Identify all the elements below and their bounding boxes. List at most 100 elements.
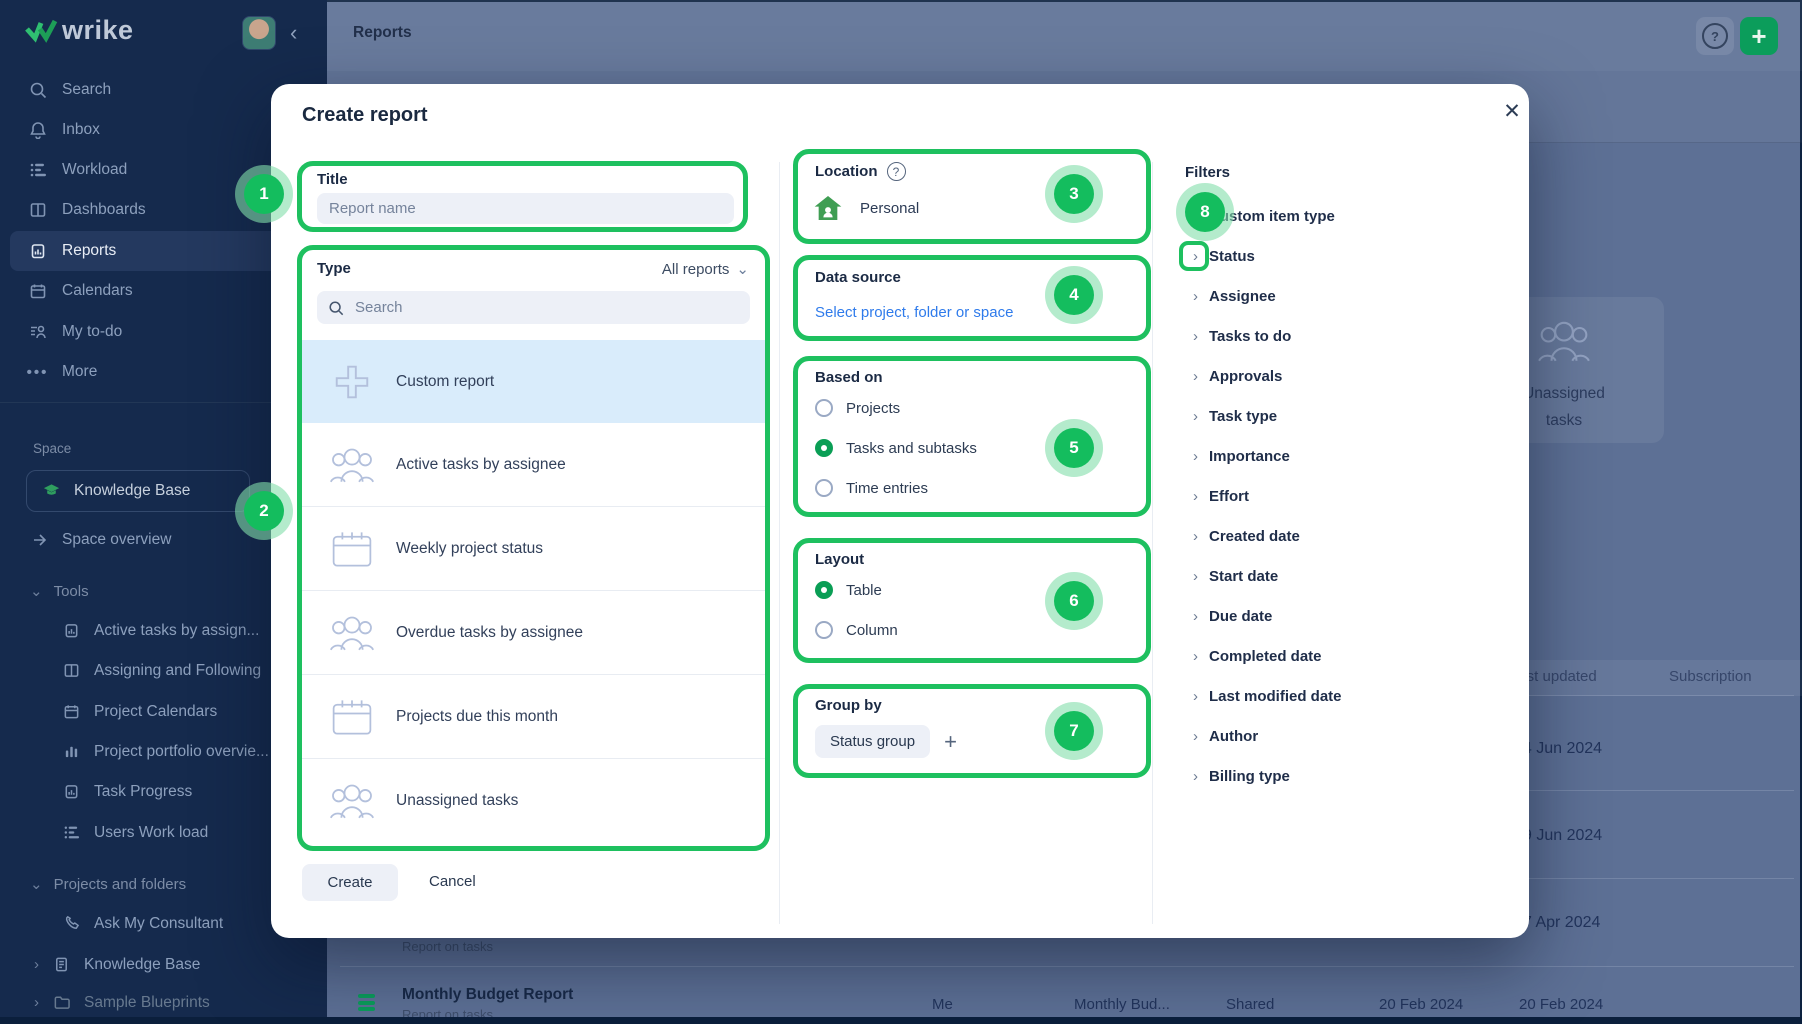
select-data-source-link[interactable]: Select project, folder or space [815,304,1014,321]
more-icon: ••• [26,363,49,381]
type-option-unassigned-tasks[interactable]: Unassigned tasks [302,758,765,842]
chevron-right-icon: › [1193,647,1198,665]
sidebar-item-dashboards[interactable]: Dashboards [10,190,316,230]
create-button[interactable]: Create [302,864,398,901]
filters-label: Filters [1185,164,1231,181]
background-row-subtitle: Report on tasks [402,939,494,954]
filter-start-date[interactable]: ›Start date [1193,567,1279,585]
sidebar-item-calendars[interactable]: Calendars [10,271,316,311]
chevron-right-icon: › [34,994,39,1011]
sidebar-space-knowledge-base[interactable]: Knowledge Base [26,470,250,512]
close-icon[interactable]: ✕ [1503,99,1521,123]
workload-icon [28,161,47,180]
radio-table[interactable]: Table [815,581,882,599]
filter-due-date[interactable]: ›Due date [1193,607,1273,625]
location-value[interactable]: Personal [860,200,920,217]
column-header-last-updated: Last updated [1510,668,1597,685]
sidebar-item-space-overview[interactable]: Space overview [30,530,171,549]
sidebar-item-search[interactable]: Search [10,70,316,110]
layout-section: Layout Table Column [793,538,1151,663]
location-section: Location ? Personal [793,149,1151,244]
create-report-modal: Create report ✕ Title Type All reports ⌄ [271,84,1529,938]
todo-icon [28,323,47,342]
sidebar-item-workload[interactable]: Workload [10,150,316,190]
filter-completed-date[interactable]: ›Completed date [1193,647,1322,665]
chevron-right-icon: › [1193,447,1198,465]
radio-icon [815,399,833,417]
home-icon [812,192,844,224]
sidebar-tool-item[interactable]: Task Progress [62,782,192,801]
card-title-line2: tasks [1545,412,1583,429]
type-option-overdue-tasks[interactable]: Overdue tasks by assignee [302,590,765,674]
add-button[interactable]: + [1740,17,1778,55]
type-search[interactable] [317,291,750,324]
annotation-step-4: 4 [1054,275,1094,315]
help-icon[interactable]: ? [886,162,906,181]
filter-tasks-to-do[interactable]: ›Tasks to do [1193,327,1292,345]
sidebar-tool-item[interactable]: Project portfolio overvie... [62,742,269,761]
filter-billing-type[interactable]: ›Billing type [1193,767,1290,785]
search-icon [328,300,344,316]
sidebar-section-tools[interactable]: ⌄ Tools [30,582,89,601]
sidebar-project-item[interactable]: Ask My Consultant [62,914,223,933]
type-option-list: Custom report Active tasks by assignee W… [302,340,765,842]
page-title: Reports [353,24,412,41]
filter-approvals[interactable]: ›Approvals [1193,367,1283,385]
type-filter-dropdown[interactable]: All reports ⌄ [661,260,749,279]
radio-time-entries[interactable]: Time entries [815,479,928,497]
group-by-chip[interactable]: Status group [815,725,931,758]
filter-task-type[interactable]: ›Task type [1193,407,1278,425]
filter-author[interactable]: ›Author [1193,727,1259,745]
sidebar-item-inbox[interactable]: Inbox [10,110,316,150]
sidebar-project-item[interactable]: › Sample Blueprints [34,993,210,1012]
sidebar-tool-item[interactable]: Assigning and Following [62,661,261,680]
filter-last-modified-date[interactable]: ›Last modified date [1193,687,1342,705]
radio-projects[interactable]: Projects [815,399,900,417]
sidebar-tool-item[interactable]: Active tasks by assign... [62,621,259,640]
filter-created-date[interactable]: ›Created date [1193,527,1300,545]
sidebar-tool-item[interactable]: Project Calendars [62,702,217,721]
report-name-input[interactable] [317,193,734,224]
sidebar-item-my-todo[interactable]: My to-do [10,312,316,352]
cancel-button[interactable]: Cancel [429,873,476,890]
sidebar-project-item[interactable]: › Knowledge Base [34,955,201,974]
type-option-custom-report[interactable]: Custom report [302,340,765,423]
chevron-right-icon: › [1193,367,1198,385]
add-group-icon[interactable]: + [944,728,957,754]
group-by-section: Group by Status group + [793,684,1151,778]
calendar-icon [328,529,376,569]
radio-tasks-and-subtasks[interactable]: Tasks and subtasks [815,439,977,457]
type-option-active-tasks[interactable]: Active tasks by assignee [302,423,765,506]
title-section: Title [297,161,748,232]
radio-column[interactable]: Column [815,621,898,639]
help-button[interactable]: ? [1696,17,1734,55]
people-icon [328,614,376,652]
radio-icon [815,479,833,497]
sidebar-tool-item[interactable]: Users Work load [62,823,208,842]
annotation-step-7: 7 [1054,711,1094,751]
filter-assignee[interactable]: ›Assignee [1193,287,1276,305]
avatar[interactable] [242,16,276,50]
type-option-weekly-status[interactable]: Weekly project status [302,506,765,590]
chevron-right-icon: › [1193,487,1198,505]
annotation-step-6: 6 [1054,581,1094,621]
collapse-sidebar-icon[interactable]: ‹ [290,20,298,45]
chevron-right-icon: › [1193,247,1198,265]
sidebar-section-projects[interactable]: ⌄ Projects and folders [30,875,187,894]
card-title-line1: Unassigned [1523,385,1605,402]
report-row-name: Monthly Budget Report [402,986,574,1003]
filter-effort[interactable]: ›Effort [1193,487,1249,505]
dashboard-icon [62,661,81,680]
sidebar-item-reports[interactable]: Reports [10,231,316,271]
type-option-projects-due[interactable]: Projects due this month [302,674,765,758]
phone-icon [62,914,81,933]
report-row-updated: 20 Feb 2024 [1519,996,1604,1013]
modal-title: Create report [302,104,428,126]
column-divider [779,162,780,924]
arrow-right-icon [30,530,49,549]
filter-status[interactable]: ›Status [1193,247,1255,265]
report-icon [62,621,81,640]
search-input[interactable] [353,293,733,322]
filter-importance[interactable]: ›Importance [1193,447,1290,465]
sidebar-item-more[interactable]: ••• More [26,363,98,381]
